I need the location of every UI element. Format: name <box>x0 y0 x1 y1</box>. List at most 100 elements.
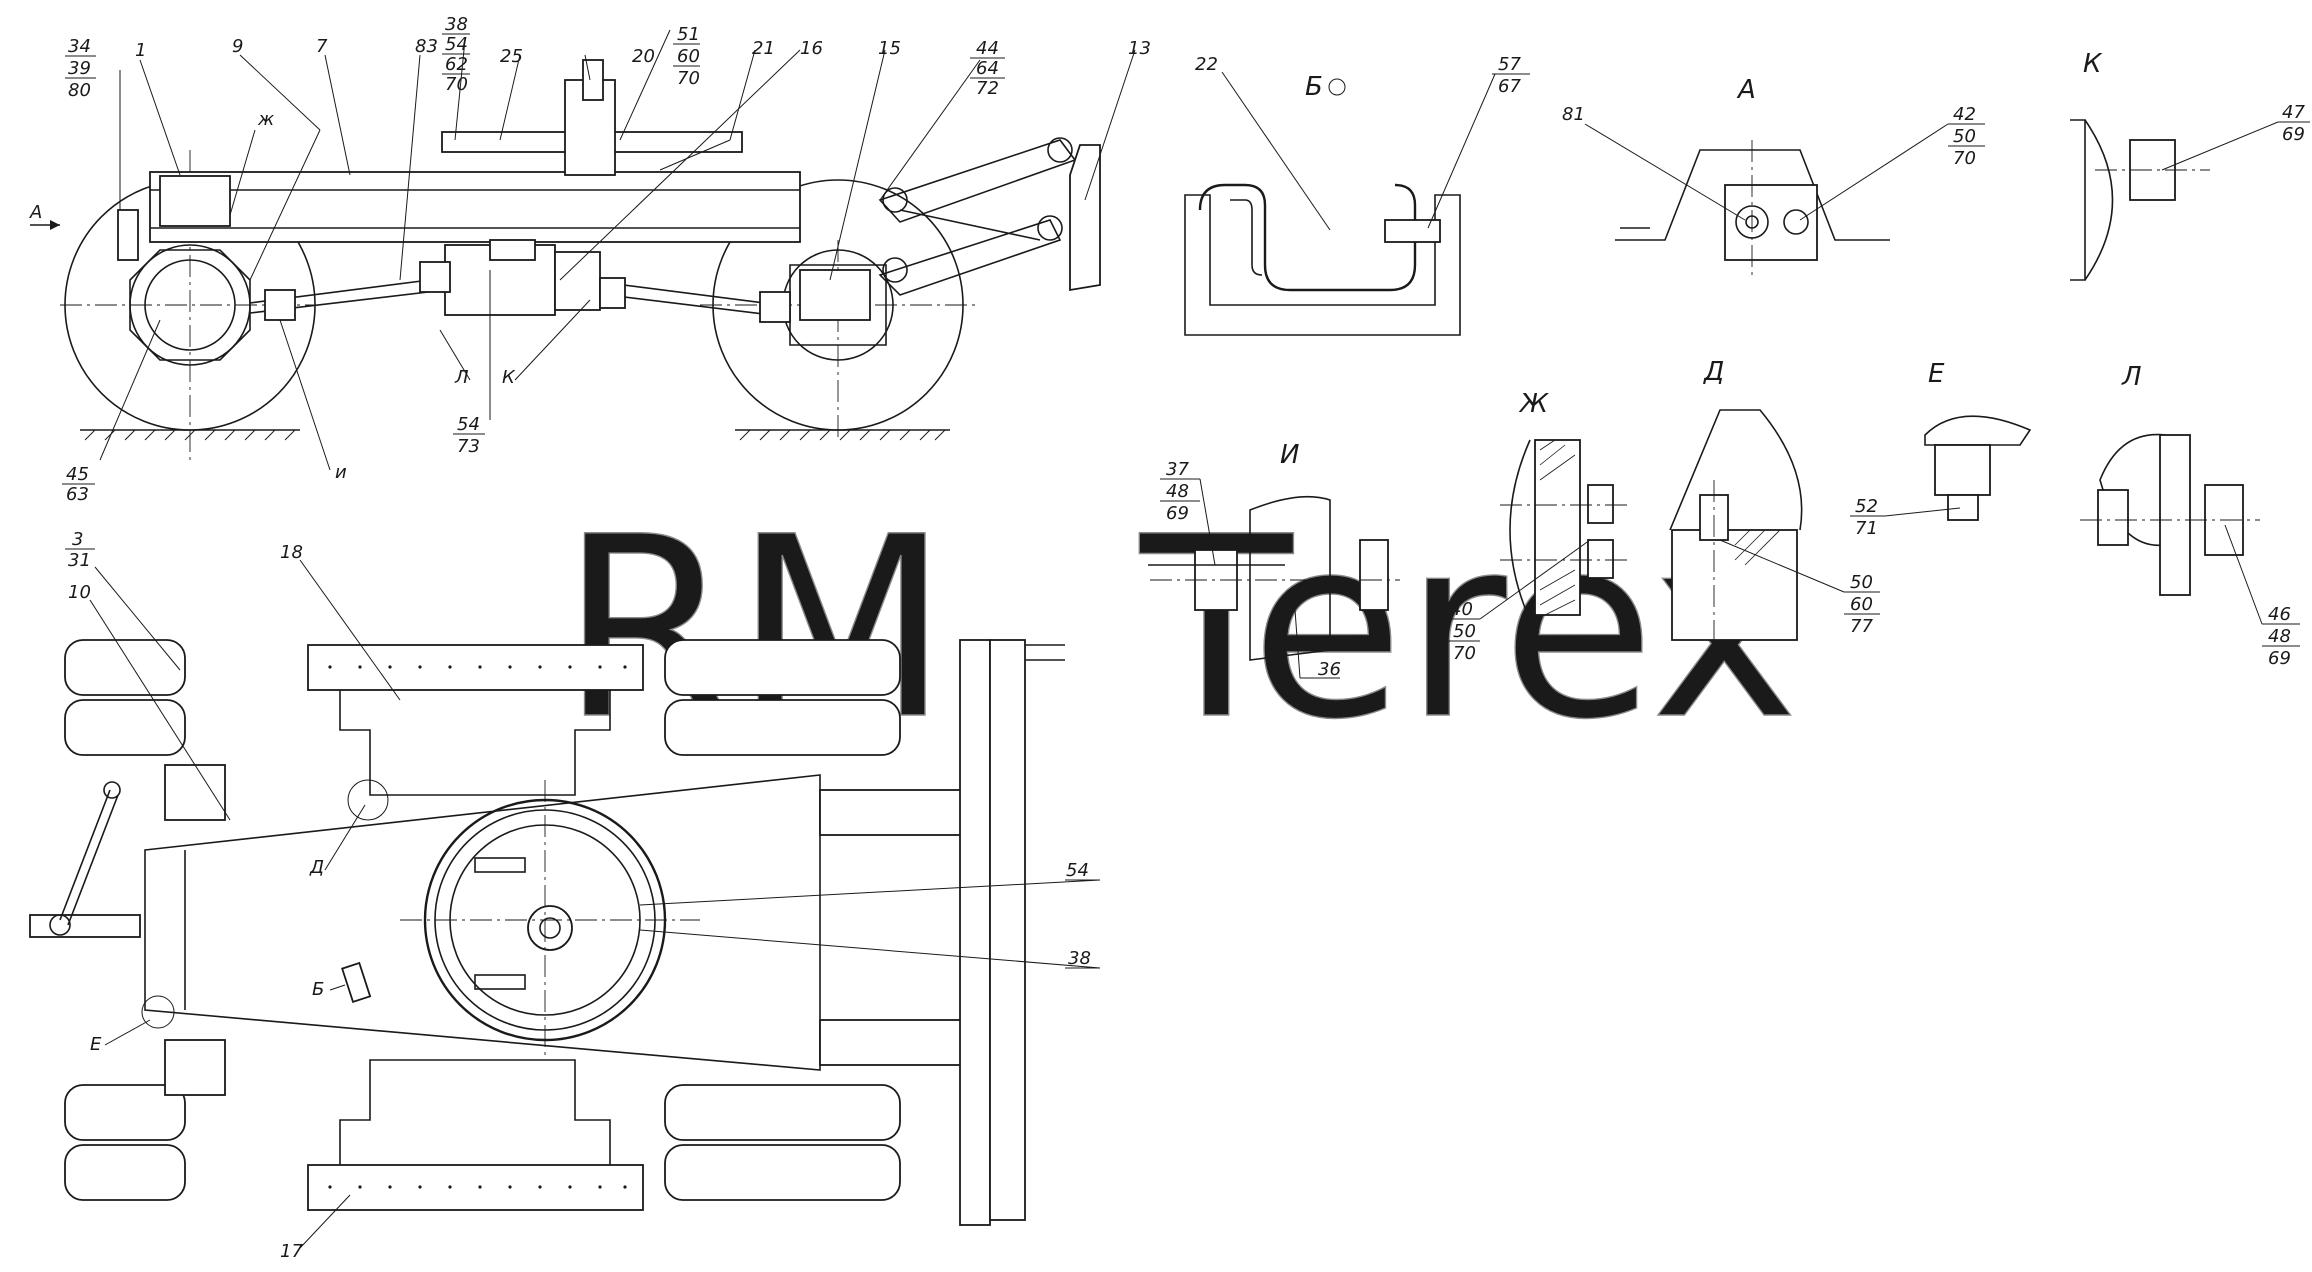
watermark-line1: RM <box>560 483 949 774</box>
callout-42: 42 <box>1953 104 1976 125</box>
view-e: Е 52 71 <box>1850 359 2032 539</box>
callout-54b: 54 <box>457 414 480 435</box>
side-view: А ж Л К и <box>29 29 1136 483</box>
view-zh-title: Ж <box>1518 389 1549 419</box>
cut-e-label: Е <box>90 1034 102 1055</box>
view-e-callout-52-71: 52 71 <box>1850 496 1885 539</box>
view-e-title: Е <box>1928 359 1945 389</box>
view-zh: Ж 40 50 70 <box>1446 389 1630 664</box>
cut-l-label: Л <box>454 367 469 388</box>
callout-62: 62 <box>445 54 468 75</box>
plan-callout-10: 10 <box>68 582 91 603</box>
callout-77: 77 <box>1850 616 1873 637</box>
view-l-callout-46-48-69: 46 48 69 <box>2262 604 2300 669</box>
cut-i-label: и <box>335 462 347 483</box>
callout-21: 21 <box>752 38 775 59</box>
callout-50: 50 <box>1953 126 1976 147</box>
view-k-callout-47-69: 47 69 <box>2278 102 2310 145</box>
plan-callout-18: 18 <box>280 542 303 563</box>
callout-15: 15 <box>878 38 901 59</box>
view-a-title: А <box>1736 75 1756 105</box>
callout-38: 38 <box>445 14 468 35</box>
plan-callout-54: 54 <box>1066 860 1089 881</box>
callout-16: 16 <box>800 38 823 59</box>
callout-45-63: 45 63 <box>62 464 95 505</box>
callout-39: 39 <box>68 58 91 79</box>
callout-34: 34 <box>68 36 91 57</box>
plan-view: Д Б Е <box>29 559 1101 1249</box>
view-i-callout-36: 36 <box>1318 659 1341 680</box>
view-b-callout-22: 22 <box>1195 54 1218 75</box>
callout-34-39-80: 34 39 80 <box>65 36 96 101</box>
view-a-callout-81: 81 <box>1562 104 1585 125</box>
cut-k-label: К <box>502 367 516 388</box>
plan-callout-17: 17 <box>280 1241 303 1262</box>
callout-50b: 50 <box>1453 621 1476 642</box>
callout-48b: 48 <box>2268 626 2291 647</box>
callout-70d: 70 <box>1453 643 1476 664</box>
view-i-title: И <box>1280 440 1299 470</box>
callout-51: 51 <box>677 24 700 45</box>
callout-57: 57 <box>1498 54 1521 75</box>
callout-69c: 69 <box>2268 648 2291 669</box>
callout-50c: 50 <box>1850 572 1873 593</box>
callout-83: 83 <box>415 36 438 57</box>
callout-60b: 60 <box>1850 594 1873 615</box>
callout-54-73: 54 73 <box>453 414 485 457</box>
view-k-title: К <box>2083 49 2103 79</box>
callout-44-64-72: 44 64 72 <box>970 38 1005 99</box>
view-l: Л 46 48 69 <box>2080 362 2300 669</box>
callout-64: 64 <box>976 58 999 79</box>
cut-zh-label: ж <box>257 109 275 130</box>
cut-b-label: Б <box>312 979 324 1000</box>
view-zh-callout-40-50-70: 40 50 70 <box>1446 599 1480 664</box>
callout-72: 72 <box>976 78 999 99</box>
callout-73: 73 <box>457 436 480 457</box>
callout-70c: 70 <box>1953 148 1976 169</box>
view-a-callout-42-50-70: 42 50 70 <box>1948 104 1985 169</box>
callout-37: 37 <box>1166 459 1189 480</box>
callout-69b: 69 <box>1166 503 1189 524</box>
plan-callout-38: 38 <box>1068 948 1091 969</box>
callout-40: 40 <box>1450 599 1473 620</box>
callout-67: 67 <box>1498 76 1521 97</box>
view-b-callout-57-67: 57 67 <box>1492 54 1530 97</box>
callout-44: 44 <box>976 38 999 59</box>
callout-9: 9 <box>232 36 243 57</box>
cut-d-label: Д <box>309 857 324 878</box>
view-a: А 81 42 50 70 <box>1562 75 1985 280</box>
callout-13: 13 <box>1128 38 1151 59</box>
callout-3: 3 <box>72 529 83 550</box>
view-i: И 37 48 69 36 <box>1148 440 1400 680</box>
callout-25: 25 <box>500 46 523 67</box>
callout-31: 31 <box>68 550 91 571</box>
callout-69: 69 <box>2282 124 2305 145</box>
callout-54: 54 <box>445 34 468 55</box>
view-k: К 47 69 <box>2070 49 2310 281</box>
callout-60: 60 <box>677 46 700 67</box>
callout-7: 7 <box>316 36 328 57</box>
callout-48: 48 <box>1166 481 1189 502</box>
view-b-title: Б <box>1305 72 1323 102</box>
view-i-callout-37-48-69: 37 48 69 <box>1160 459 1200 524</box>
view-d-callout-50-60-77: 50 60 77 <box>1844 572 1880 637</box>
callout-46: 46 <box>2268 604 2291 625</box>
plan-callout-3-31: 3 31 <box>65 529 95 571</box>
callout-70b: 70 <box>677 68 700 89</box>
callout-20: 20 <box>632 46 655 67</box>
callout-51-60-70: 51 60 70 <box>673 24 700 89</box>
callout-45: 45 <box>66 464 89 485</box>
callout-80: 80 <box>68 80 91 101</box>
callout-1: 1 <box>135 40 146 61</box>
callout-47: 47 <box>2282 102 2305 123</box>
view-d-title: Д <box>1703 357 1724 387</box>
view-b: Б 22 57 67 <box>1184 54 1530 336</box>
arrow-a-label: А <box>29 202 42 223</box>
callout-70: 70 <box>445 74 468 95</box>
view-l-title: Л <box>2121 362 2142 392</box>
callout-71: 71 <box>1855 518 1878 539</box>
callout-52: 52 <box>1855 496 1878 517</box>
view-d: Д 50 60 77 <box>1669 357 1880 641</box>
callout-38-54-62-70: 38 54 62 70 <box>442 14 470 95</box>
